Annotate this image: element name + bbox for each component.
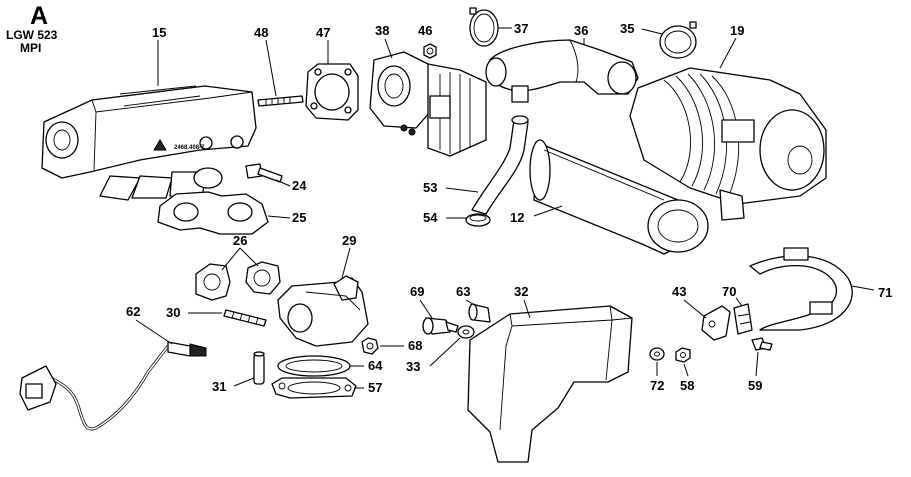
thermostat-housing-part xyxy=(277,275,369,347)
callout-62: 62 xyxy=(126,304,140,319)
manifold-stamp: 2468.408-7 xyxy=(174,145,205,151)
callout-24: 24 xyxy=(292,178,307,193)
strap-band-part xyxy=(749,247,853,331)
engine-type-label: MPI xyxy=(20,41,42,55)
callout-57: 63 xyxy=(456,284,470,299)
callout-30: 30 xyxy=(166,305,180,320)
callout-48: 48 xyxy=(254,25,268,40)
breather-hose-part xyxy=(471,115,529,215)
bracket-58-part xyxy=(733,303,753,335)
spacer-57-part xyxy=(468,303,491,323)
washer-68-part xyxy=(457,325,475,339)
callout-59: 59 xyxy=(748,378,762,393)
intake-manifold-part xyxy=(41,85,257,201)
screw-59-part xyxy=(751,337,773,351)
callout-35: 35 xyxy=(620,21,634,36)
callout-37: 37 xyxy=(514,21,528,36)
nut-71-part xyxy=(675,347,691,363)
callout-38: 38 xyxy=(375,23,389,38)
nut-63-part xyxy=(361,337,379,355)
callout-33: 64 xyxy=(368,358,383,373)
callout-19: 19 xyxy=(730,23,744,38)
clamp-54-part xyxy=(465,213,491,227)
callout-53: 53 xyxy=(423,180,437,195)
callout-12: 12 xyxy=(510,210,524,225)
throttle-body-part xyxy=(369,51,487,157)
hose-clamp-35-part xyxy=(659,21,697,59)
callout-25: 25 xyxy=(292,210,306,225)
temperature-sensor-part xyxy=(19,341,207,431)
gasket-32-part xyxy=(271,377,357,399)
callout-54: 54 xyxy=(423,210,438,225)
filter-element-part xyxy=(529,139,709,255)
air-cleaner-part xyxy=(629,67,827,221)
callout-70: 72 xyxy=(650,378,664,393)
nut-46-part xyxy=(423,43,437,59)
hose-clamp-37-part xyxy=(469,7,499,47)
callout-26: 26 xyxy=(233,233,247,248)
callout-32: 57 xyxy=(368,380,382,395)
manifold-gasket-part xyxy=(157,191,269,235)
callout-72: 43 xyxy=(672,284,686,299)
diagram-corner-letter: A xyxy=(30,2,49,30)
stud-30-part xyxy=(223,309,267,327)
bracket-72-part xyxy=(701,305,731,341)
callout-29: 29 xyxy=(342,233,356,248)
washer-70-part xyxy=(649,347,665,361)
callout-71: 58 xyxy=(680,378,694,393)
dowel-31-part xyxy=(253,351,265,385)
callout-36: 36 xyxy=(574,23,588,38)
heat-shield-part xyxy=(467,305,633,463)
oring-33-part xyxy=(277,355,351,377)
callout-43: 71 xyxy=(878,285,892,300)
callout-68: 33 xyxy=(406,359,420,374)
engine-code-label: LGW 523 xyxy=(6,28,58,42)
callout-63: 68 xyxy=(408,338,422,353)
throttle-gasket-part xyxy=(305,63,359,121)
callout-15: 15 xyxy=(152,25,166,40)
gaskets-26-part xyxy=(195,261,281,301)
callout-69: 32 xyxy=(514,284,528,299)
callout-64: 69 xyxy=(410,284,424,299)
stud-48-part xyxy=(257,95,304,107)
callout-31: 31 xyxy=(212,379,226,394)
screw-24-part xyxy=(245,163,283,183)
callout-58: 70 xyxy=(722,284,736,299)
callout-46: 46 xyxy=(418,23,432,38)
callout-47: 47 xyxy=(316,25,330,40)
air-duct-part xyxy=(485,39,639,103)
screw-64-part xyxy=(422,317,459,335)
